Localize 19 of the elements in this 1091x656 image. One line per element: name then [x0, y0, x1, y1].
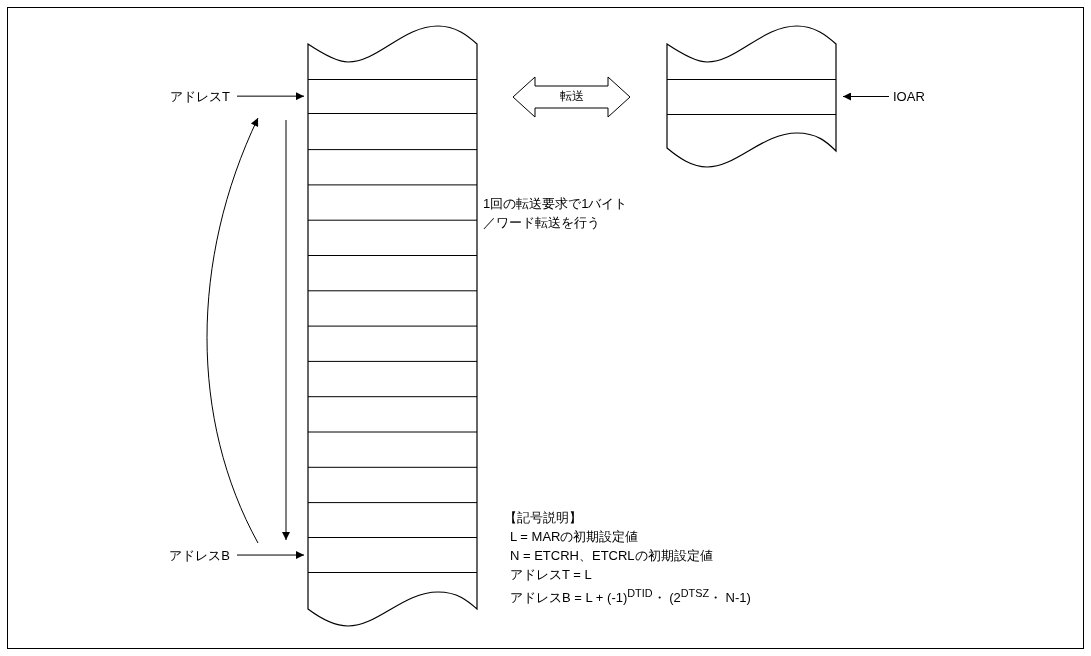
address-label: アドレスT [170, 89, 230, 105]
memory-column [308, 26, 477, 626]
formula-text: L = MARの初期設定値 [510, 528, 639, 546]
description-text: 1回の転送要求で1バイト／ワード転送を行う [483, 195, 629, 232]
address-label: IOAR [893, 89, 925, 105]
formula-text: N = ETCRH、ETCRLの初期設定値 [510, 547, 713, 565]
double-arrow [512, 76, 631, 118]
arrow [842, 92, 890, 101]
arrow [236, 551, 305, 560]
formula-text: アドレスB = L + (-1)$^{DTID}$・ (2$^{DTSZ}$・ N-1) [510, 586, 751, 608]
io-register-column [667, 26, 836, 168]
formula-text: アドレスT = L [510, 566, 592, 584]
memory-row [308, 78, 477, 114]
arrow [236, 92, 305, 101]
edge-label: 転送 [559, 88, 584, 104]
memory-row [667, 78, 836, 115]
legend-heading: 【記号説明】 [504, 509, 582, 527]
memory-row [308, 537, 477, 573]
address-label: アドレスB [169, 548, 230, 564]
